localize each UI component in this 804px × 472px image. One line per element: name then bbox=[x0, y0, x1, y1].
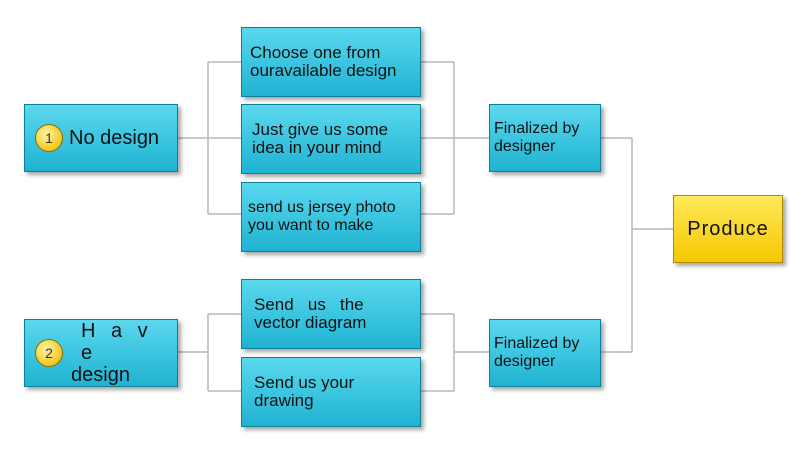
start-node-label: No design bbox=[69, 127, 160, 149]
finalized-line1: Finalized by bbox=[494, 120, 580, 137]
connector-options-to-final-1 bbox=[421, 61, 489, 215]
option-send-vector: Send us the vector diagram bbox=[241, 279, 421, 349]
option-send-jersey-photo: send us jersey photo you want to make bbox=[241, 182, 421, 252]
connector-final-to-produce bbox=[601, 137, 673, 353]
number-badge-1: 1 bbox=[35, 124, 63, 152]
produce-node: Produce bbox=[673, 195, 783, 263]
connector-options-to-final-2 bbox=[421, 313, 489, 392]
option-line1: Send us your bbox=[254, 373, 355, 392]
option-give-idea: Just give us some idea in your mind bbox=[241, 104, 421, 174]
option-line1: send us jersey photo bbox=[248, 199, 396, 216]
option-line1: Choose one from bbox=[250, 43, 381, 62]
start-node-no-design: 1 No design bbox=[24, 104, 178, 172]
connector-no-design bbox=[178, 61, 241, 215]
start-node-have-design: 2 H a v e design bbox=[24, 319, 178, 387]
finalized-line1: Finalized by bbox=[494, 335, 580, 352]
option-line2: drawing bbox=[254, 391, 314, 410]
connector-have-design bbox=[178, 313, 241, 392]
start-node-label: H a v e bbox=[81, 320, 153, 364]
option-send-drawing: Send us your drawing bbox=[241, 357, 421, 427]
finalized-line2: designer bbox=[494, 353, 556, 370]
option-line2: ouravailable design bbox=[250, 61, 397, 80]
start-node-label-line2: design bbox=[71, 364, 130, 386]
option-line1: Send us the bbox=[254, 295, 364, 314]
option-line1: Just give us some bbox=[252, 120, 389, 139]
option-line2: idea in your mind bbox=[252, 138, 382, 157]
option-line2: you want to make bbox=[248, 217, 374, 234]
finalized-by-designer-1: Finalized by designer bbox=[489, 104, 601, 172]
number-badge-2: 2 bbox=[35, 339, 63, 367]
option-choose-design: Choose one from ouravailable design bbox=[241, 27, 421, 97]
finalized-by-designer-2: Finalized by designer bbox=[489, 319, 601, 387]
finalized-line2: designer bbox=[494, 138, 556, 155]
option-line2: vector diagram bbox=[254, 313, 367, 332]
